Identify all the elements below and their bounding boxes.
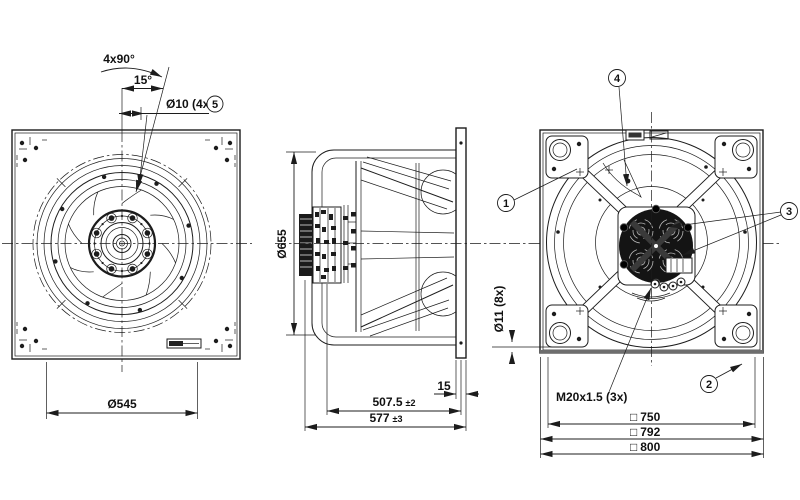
gland-dimension: M20x1.5 (3x) (556, 287, 652, 404)
dim-total-depth-value: 577 (370, 411, 390, 425)
front-bottom-dimension: Ø545 (46, 362, 198, 419)
side-motor-assembly (299, 205, 356, 284)
dim-bolt-pattern-square: □750 (630, 410, 661, 424)
motor-terminal-detail (315, 210, 336, 279)
dim-750-value: 750 (640, 410, 660, 424)
side-wall-plate (455, 127, 467, 359)
dim-total-depth-tolerance: ±3 (393, 414, 403, 424)
dim-plate-thickness: 15 (437, 379, 451, 393)
balloon-1-label: 1 (503, 198, 509, 210)
dim-792-value: 792 (640, 425, 660, 439)
dim-depth-tolerance: ±2 (406, 398, 416, 408)
side-bottom-dimensions: 15 507.5±2 577±3 (304, 280, 479, 431)
balloon-5-label: 5 (212, 99, 218, 111)
balloon-2-label: 2 (706, 379, 712, 391)
balloon-5 (206, 95, 224, 113)
hub-bolts (91, 212, 153, 275)
back-nameplates (625, 129, 669, 141)
impeller-blades (68, 189, 176, 298)
side-diameter-dimension: Ø655 (275, 151, 316, 336)
balloon-4 (608, 69, 626, 87)
square-symbol-792: □ (630, 425, 637, 439)
dim-corner-holes: Ø11 (8x) (492, 286, 506, 333)
dim-total-depth: 577±3 (370, 411, 403, 425)
side-view: Ø655 15 507.5±2 577±3 (275, 127, 781, 431)
motor-mount (617, 204, 696, 292)
cable-glands (650, 257, 693, 292)
square-symbol-750: □ (630, 410, 637, 424)
side-impeller-cone (360, 156, 466, 337)
dim-hole-offset-angle: 15° (134, 73, 152, 87)
angle-arc (100, 67, 163, 78)
balloon-2 (700, 375, 718, 393)
housing-cutout (602, 159, 642, 198)
front-top-dimensions: 4x90° 15° Ø10 (4x) 5 (100, 52, 224, 193)
dim-depth-value: 507.5 (373, 395, 403, 409)
front-corner-mounts (16, 137, 236, 352)
dim-cable-glands: M20x1.5 (3x) (556, 390, 627, 404)
dim-inner-square: □792 (630, 425, 661, 439)
corner-hole-dimension: Ø11 (8x) (492, 286, 553, 364)
balloon-3 (780, 202, 798, 220)
back-bottom-dimensions: □750 □792 □800 (540, 357, 764, 458)
dim-inlet-diameter: Ø545 (107, 397, 137, 411)
front-nameplate (166, 338, 202, 349)
back-callouts: 1 4 3 2 (497, 69, 798, 393)
front-view: 4x90° 15° Ø10 (4x) 5 Ø545 (2, 52, 252, 419)
corner-brackets (545, 135, 758, 348)
balloon-4-label: 4 (614, 73, 621, 85)
square-symbol-800: □ (630, 440, 637, 454)
dim-depth: 507.5±2 (373, 395, 416, 409)
dim-mount-holes: Ø10 (4x) (166, 97, 213, 111)
balloon-1 (497, 194, 515, 212)
dim-outer-diameter: Ø655 (275, 229, 289, 259)
back-view: 1 4 3 2 Ø11 (8x) M20x1.5 (3x) (492, 69, 798, 458)
dim-outer-square: □800 (630, 440, 661, 454)
front-plate (11, 129, 241, 360)
dim-800-value: 800 (640, 440, 660, 454)
impeller-front-detail (32, 154, 212, 333)
dim-bolt-circle-angle: 4x90° (103, 52, 135, 66)
balloon-3-label: 3 (786, 206, 792, 218)
